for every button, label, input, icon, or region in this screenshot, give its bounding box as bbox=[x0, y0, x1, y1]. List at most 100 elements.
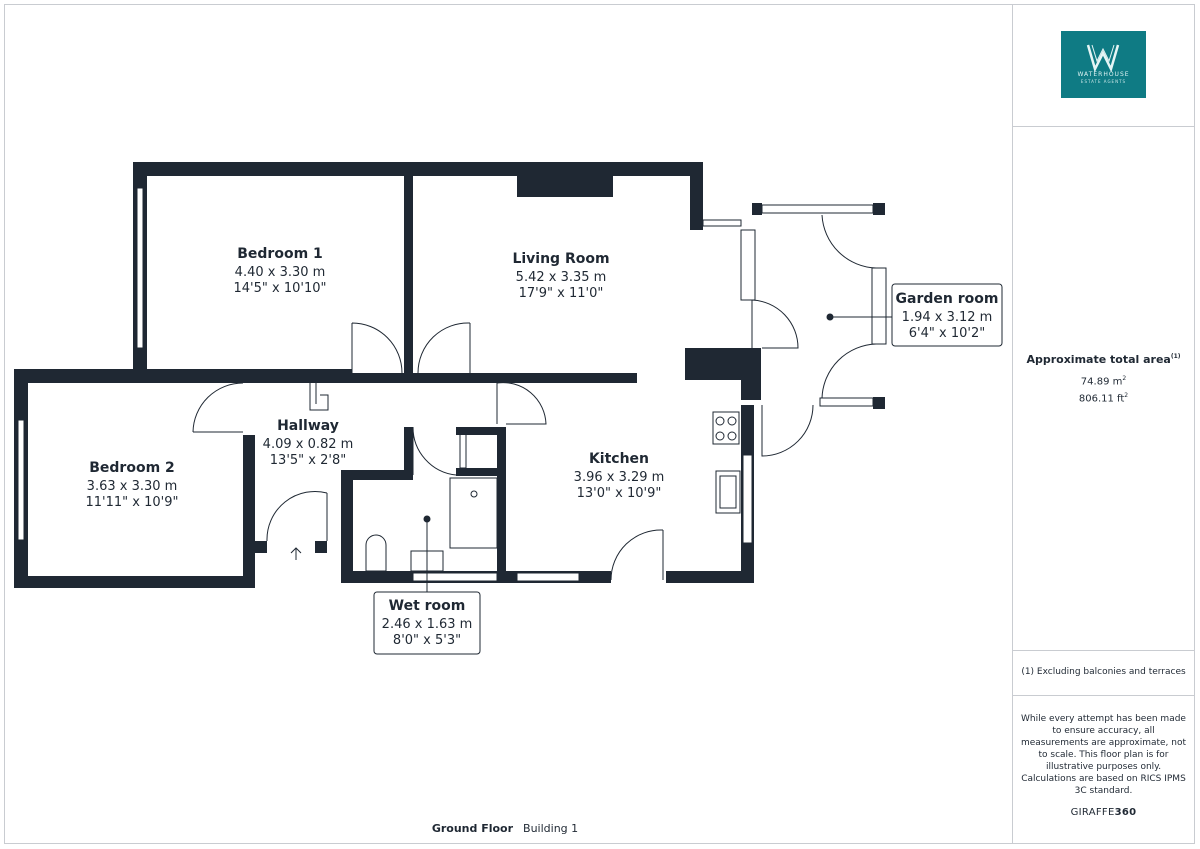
floor-footer: Ground Floor Building 1 bbox=[300, 822, 710, 835]
window bbox=[17, 419, 25, 541]
wall-wetroom-kitchen bbox=[497, 427, 506, 583]
wall-bed1-living bbox=[404, 162, 413, 378]
garden-room-callout bbox=[891, 283, 1003, 347]
footnote-text: (1) Excluding balconies and terraces bbox=[1021, 667, 1186, 677]
room-imperial-wetroom: 8'0" x 5'3" bbox=[393, 633, 461, 648]
room-metric-wetroom: 2.46 x 1.63 m bbox=[382, 617, 473, 632]
giraffe360-brand: GIRAFFE360 bbox=[1014, 807, 1193, 818]
wall-wetroom-notch bbox=[404, 427, 413, 480]
door-swing bbox=[351, 322, 403, 374]
room-name-garden: Garden room bbox=[896, 291, 999, 307]
room-name-living: Living Room bbox=[512, 251, 609, 267]
window bbox=[740, 229, 756, 301]
page-frame bbox=[4, 4, 1195, 844]
wall-hall-top bbox=[147, 373, 637, 383]
window bbox=[819, 397, 874, 407]
wall-living-right bbox=[690, 162, 703, 230]
sink-icon bbox=[715, 470, 741, 514]
room-name-kitchen: Kitchen bbox=[589, 451, 649, 467]
room-name-bedroom2: Bedroom 2 bbox=[89, 460, 175, 476]
room-imperial-hallway: 13'5" x 2'8" bbox=[270, 453, 346, 468]
hob-ring bbox=[727, 416, 737, 426]
w-logo-icon bbox=[1086, 44, 1120, 73]
wall-garden-corner bbox=[873, 397, 885, 409]
window bbox=[516, 572, 580, 582]
room-imperial-bedroom1: 14'5" x 10'10" bbox=[234, 281, 327, 296]
room-metric-living: 5.42 x 3.35 m bbox=[516, 270, 607, 285]
wall-garden-corner bbox=[873, 203, 885, 215]
total-area-title: Approximate total area bbox=[1026, 353, 1171, 366]
total-area-label: Approximate total area(1) bbox=[1014, 353, 1193, 366]
sidebar-divider bbox=[1012, 126, 1195, 127]
wet-room-callout bbox=[373, 591, 481, 655]
sink-basin bbox=[719, 475, 737, 509]
hob-ring bbox=[715, 431, 725, 441]
door-swing bbox=[610, 529, 664, 581]
room-metric-hallway: 4.09 x 0.82 m bbox=[263, 437, 354, 452]
window bbox=[871, 267, 887, 345]
wall-wetroom-top bbox=[341, 470, 413, 480]
door-swing bbox=[821, 343, 877, 399]
room-imperial-garden: 6'4" x 10'2" bbox=[909, 326, 985, 341]
wall-shower-mid bbox=[456, 468, 506, 476]
door-swing bbox=[192, 382, 244, 433]
info-sidebar bbox=[1012, 4, 1195, 844]
total-area-footnote-mark: (1) bbox=[1170, 353, 1181, 360]
wall-wetroom-left bbox=[341, 470, 353, 583]
room-name-bedroom1: Bedroom 1 bbox=[237, 246, 323, 262]
total-area-ft2: 806.11 ft2 bbox=[1014, 392, 1193, 404]
total-area-ft2-value: 806.11 ft bbox=[1078, 393, 1125, 405]
sidebar-divider bbox=[1012, 650, 1195, 651]
door-swing bbox=[417, 322, 471, 374]
brand-part2: 360 bbox=[1114, 807, 1137, 818]
window bbox=[702, 219, 742, 227]
room-metric-garden: 1.94 x 3.12 m bbox=[902, 310, 993, 325]
window bbox=[742, 454, 753, 544]
stair-step bbox=[309, 383, 329, 411]
door-swing bbox=[761, 404, 814, 457]
room-metric-bedroom1: 4.40 x 3.30 m bbox=[235, 265, 326, 280]
total-area-m2: 74.89 m2 bbox=[1014, 375, 1193, 387]
window bbox=[136, 187, 144, 349]
waterhouse-logo bbox=[1061, 31, 1146, 98]
door-swing bbox=[496, 382, 547, 425]
hob-icon bbox=[712, 411, 740, 445]
wall-kitchen-bottom bbox=[666, 571, 754, 583]
window bbox=[761, 204, 874, 214]
door-swing bbox=[751, 299, 799, 349]
room-imperial-bedroom2: 11'11" x 10'9" bbox=[86, 495, 179, 510]
wall-top bbox=[133, 162, 703, 176]
calculation-note: Calculations are based on RICS IPMS 3C s… bbox=[1021, 774, 1186, 796]
toilet-icon bbox=[365, 534, 387, 572]
room-imperial-living: 17'9" x 11'0" bbox=[519, 286, 604, 301]
hob-ring bbox=[715, 416, 725, 426]
wall-bedroom2-bottom bbox=[14, 576, 255, 588]
room-metric-kitchen: 3.96 x 3.29 m bbox=[574, 470, 665, 485]
entrance-arrow-icon bbox=[290, 547, 302, 560]
wall-kitchen-right-top bbox=[741, 348, 761, 400]
shower-tray bbox=[449, 477, 498, 549]
door-swing bbox=[266, 490, 328, 542]
sidebar-divider bbox=[1012, 695, 1195, 696]
room-name-wetroom: Wet room bbox=[389, 598, 466, 614]
total-area-m2-value: 74.89 m bbox=[1080, 376, 1123, 388]
hob-ring bbox=[727, 431, 737, 441]
window bbox=[412, 572, 498, 582]
disclaimer-text: While every attempt has been made to ens… bbox=[1020, 714, 1187, 772]
wall-entrance-post bbox=[255, 541, 267, 553]
room-name-hallway: Hallway bbox=[277, 418, 339, 434]
area-sup: 2 bbox=[1124, 392, 1129, 399]
brand-part1: GIRAFFE bbox=[1070, 807, 1115, 818]
chimney-breast bbox=[517, 170, 613, 197]
door-swing bbox=[412, 426, 457, 476]
room-imperial-kitchen: 13'0" x 10'9" bbox=[577, 486, 662, 501]
wall-garden-stub bbox=[752, 203, 762, 215]
area-sup: 2 bbox=[1122, 375, 1127, 382]
floor-plan: Bedroom 1 4.40 x 3.30 m 14'5" x 10'10" L… bbox=[14, 162, 1003, 655]
logo-brand-text: WATERHOUSE bbox=[1077, 71, 1130, 78]
door-swing bbox=[821, 214, 877, 269]
floor-label: Ground Floor bbox=[431, 822, 514, 835]
logo-sub-text: ESTATE AGENTS bbox=[1080, 79, 1127, 84]
shower-screen bbox=[459, 429, 467, 469]
building-label: Building 1 bbox=[523, 822, 579, 835]
